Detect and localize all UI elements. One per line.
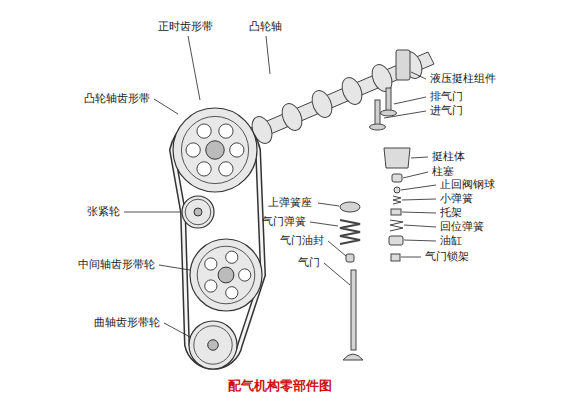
pulleys <box>173 108 262 369</box>
part-label: 中间轴齿形带轮 <box>78 258 155 271</box>
part-label: 排气门 <box>430 90 463 103</box>
part-label: 气门弹簧 <box>262 215 306 228</box>
part-label: 小弹簧 <box>440 192 473 205</box>
part-label: 止回阀钢球 <box>440 178 495 191</box>
part-label: 液压挺柱组件 <box>430 72 496 85</box>
valves-installed <box>370 88 397 130</box>
part-label: 柱塞 <box>432 165 454 178</box>
part-label: 凸轮轴 <box>249 20 282 33</box>
pulley <box>189 321 237 369</box>
pulley <box>173 108 257 192</box>
pulley <box>182 196 214 228</box>
caption: 配气机构零部件图 <box>228 378 332 394</box>
part-label: 凸轮轴齿形带 <box>84 92 150 105</box>
valve-spring-parts <box>340 202 363 360</box>
part-label: 张紧轮 <box>87 205 120 218</box>
part-label: 回位弹簧 <box>440 220 484 233</box>
part-label: 挺柱体 <box>432 150 465 163</box>
part-label: 油缸 <box>440 234 462 247</box>
part-label: 上弹簧座 <box>268 196 312 209</box>
part-label: 气门 <box>298 256 320 269</box>
part-label: 气门锁架 <box>425 250 469 263</box>
part-label: 气门油封 <box>280 234 324 247</box>
lifter-parts <box>384 148 410 261</box>
pulley <box>190 239 262 311</box>
part-label: 托架 <box>440 206 462 219</box>
hydraulic-lifter-assembly <box>396 50 410 80</box>
part-label: 正时齿形带 <box>158 20 213 33</box>
camshaft <box>232 49 434 148</box>
part-label: 曲轴齿形带轮 <box>94 316 160 329</box>
leader-lines <box>124 36 436 337</box>
part-label: 进气门 <box>430 104 463 117</box>
